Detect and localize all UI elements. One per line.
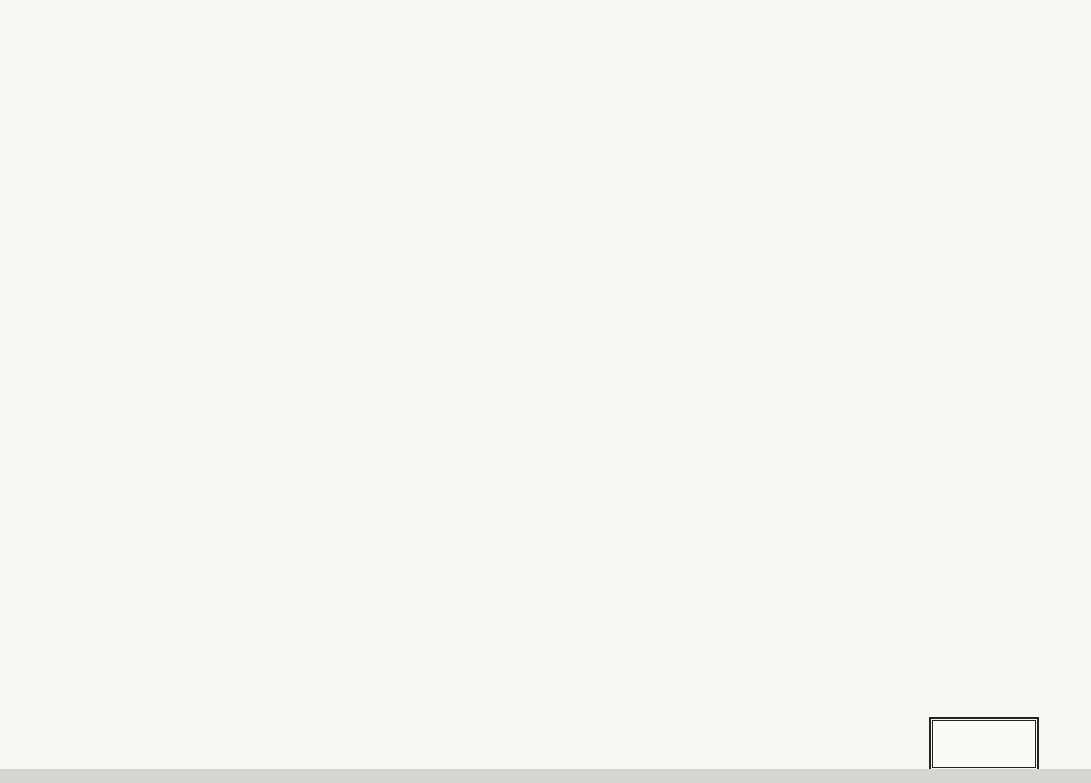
title-block bbox=[929, 717, 1039, 771]
notes-block bbox=[731, 664, 945, 665]
bottom-bar bbox=[0, 769, 1091, 783]
